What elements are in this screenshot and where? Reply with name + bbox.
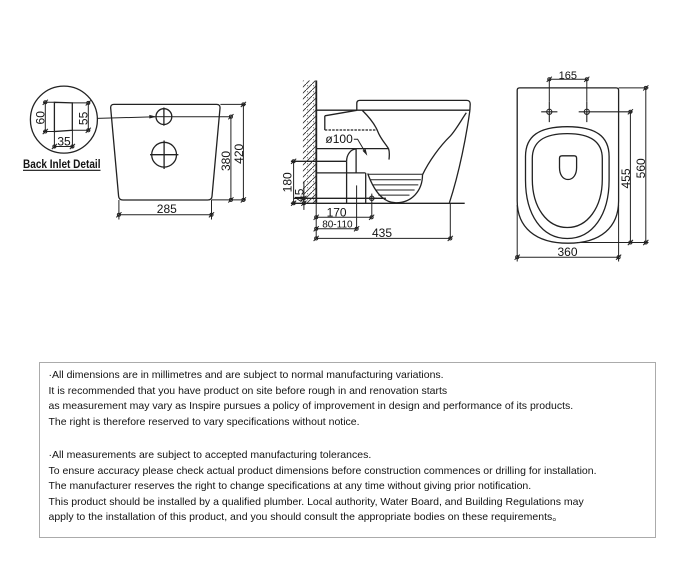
svg-text:ø100: ø100 [325, 132, 353, 146]
svg-text:180: 180 [281, 172, 295, 192]
svg-text:80-110: 80-110 [322, 220, 353, 231]
svg-text:435: 435 [372, 226, 392, 240]
svg-text:380: 380 [219, 151, 233, 171]
svg-text:60: 60 [34, 111, 48, 125]
svg-text:560: 560 [634, 158, 648, 178]
svg-text:165: 165 [559, 70, 577, 82]
svg-text:455: 455 [619, 168, 633, 188]
svg-text:55: 55 [76, 111, 90, 125]
svg-text:360: 360 [557, 245, 577, 259]
svg-text:Back Inlet Detail: Back Inlet Detail [23, 157, 101, 171]
svg-text:45: 45 [292, 188, 306, 202]
svg-text:285: 285 [157, 202, 177, 216]
svg-text:35: 35 [57, 135, 71, 149]
svg-text:420: 420 [232, 143, 246, 163]
svg-text:170: 170 [327, 205, 347, 219]
